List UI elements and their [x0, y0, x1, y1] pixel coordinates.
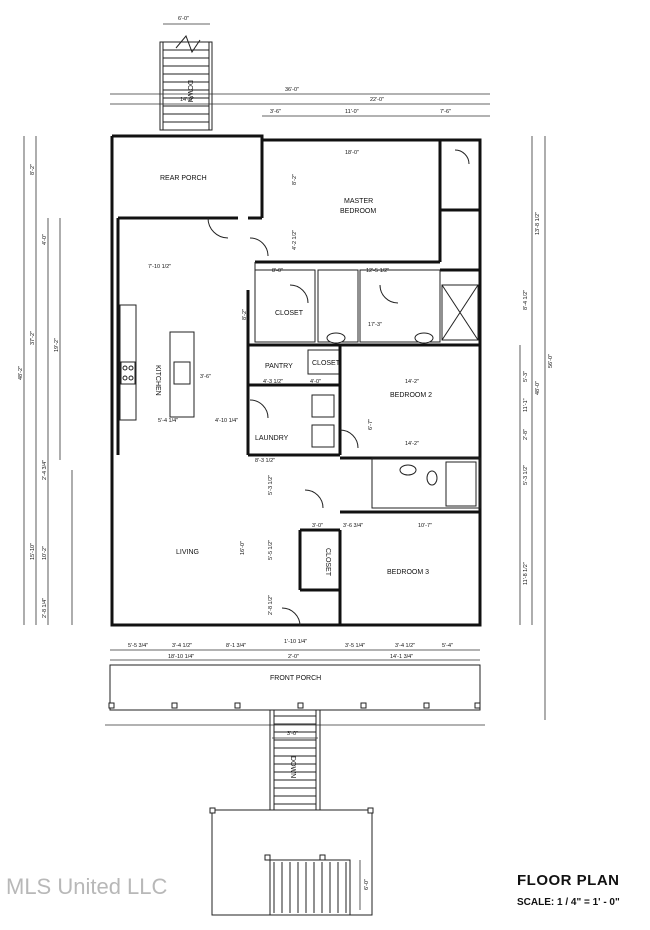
house-walls [110, 134, 482, 627]
dim-hall-w: 4'-10 1/4" [215, 418, 238, 424]
dim-right-c: 11'-8 1/2" [523, 562, 529, 585]
dim-mid-d: 5'-3 1/2" [268, 475, 274, 495]
room-laundry: LAUNDRY [255, 435, 289, 442]
landing [209, 807, 374, 916]
dim-mid-c: 8'-2" [242, 309, 248, 320]
dim-bot-1: 5'-5 3/4" [128, 643, 148, 649]
dim-right-b: 11'-1" [523, 398, 529, 412]
dim-mid-e: 5'-5 1/2" [268, 540, 274, 560]
dim-overall-width: 36'-0" [285, 87, 299, 93]
dim-kitchen-w: 5'-4 1/4" [158, 418, 178, 424]
dim-bot-3: 8'-1 3/4" [226, 643, 246, 649]
dim-bath-w: 17'-3" [368, 322, 382, 328]
dim-left-total: 48'-2" [18, 366, 24, 380]
dim-3-6-3-4: 3'-6 3/4" [343, 523, 363, 529]
dim-bot-6: 5'-4" [442, 643, 453, 649]
dim-3-0: 3'-0" [312, 523, 323, 529]
room-rear-porch: REAR PORCH [160, 175, 207, 182]
dim-left-b: 19'-2" [54, 338, 60, 352]
room-master-closet: CLOSET [275, 310, 304, 317]
room-bedroom-2: BEDROOM 2 [390, 392, 432, 399]
dim-11-0: 11'-0" [345, 109, 359, 115]
room-front-porch: FRONT PORCH [270, 675, 321, 682]
dim-master-wing-width: 22'-0" [370, 97, 384, 103]
dim-left-c: 2'-4 3/4" [42, 460, 48, 480]
dim-bot-2: 3'-4 1/2" [172, 643, 192, 649]
door-swings [207, 149, 470, 627]
dim-bot-row2-3: 14'-1 3/4" [390, 654, 413, 660]
dim-left-e: 10'-2" [42, 546, 48, 560]
dim-mid-f: 2'-8 1/2" [268, 595, 274, 615]
room-master-bedroom-2: BEDROOM [340, 208, 376, 215]
dim-right-total: 56'-0" [548, 354, 554, 368]
dim-laundry-w: 8'-3 1/2" [255, 458, 275, 464]
dim-7-6: 7'-6" [440, 109, 451, 115]
dim-bot-5: 3'-4 1/2" [395, 643, 415, 649]
room-master-bedroom-1: MASTER [344, 198, 373, 205]
dim-left-d: 15'-10" [30, 543, 36, 560]
dim-bed3-w: 10'-7" [418, 523, 432, 529]
dim-stair-top: 6'-0" [178, 16, 189, 22]
rear-stair: DOWN [159, 35, 213, 131]
dim-island: 3'-6" [200, 374, 211, 380]
front-stair: DOWN [269, 709, 321, 811]
room-living: LIVING [176, 549, 199, 556]
plan-scale: SCALE: 1 / 4" = 1' - 0" [517, 897, 620, 908]
dim-bot-4: 3'-5 1/4" [345, 643, 365, 649]
room-pantry: PANTRY [265, 363, 293, 370]
dim-left-f: 2'-8 1/4" [42, 598, 48, 618]
dim-pantry-w: 4'-3 1/2" [263, 379, 283, 385]
dim-front-stair-width: 3'-0" [287, 731, 298, 737]
dim-rear-porch-width: 14'-0" [180, 97, 194, 103]
room-kitchen: KITCHEN [154, 365, 161, 396]
dim-left-house: 37'-2" [30, 331, 36, 345]
dim-left-porch: 8'-2" [30, 164, 36, 175]
dim-master-width: 18'-0" [345, 150, 359, 156]
room-hall-closet: CLOSET [312, 360, 341, 367]
rear-stair-down-label: DOWN [186, 80, 193, 102]
dim-3-6: 3'-6" [270, 109, 281, 115]
dim-bot-row2-2: 2'-0" [288, 654, 299, 660]
dim-landing: 6'-0" [364, 879, 370, 890]
dim-closet-w: 8'-0" [272, 268, 283, 274]
dim-right-house: 48'-0" [535, 381, 541, 395]
dim-closet-row: 12'-5 1/2" [366, 268, 389, 274]
watermark: MLS United LLC [6, 874, 168, 899]
dim-right-a: 8'-4 1/2" [523, 290, 529, 310]
dim-bot-row2-1: 18'-10 1/4" [168, 654, 194, 660]
dim-living-depth: 16'-0" [240, 541, 246, 555]
dim-right-f: 5'-3 1/2" [523, 465, 529, 485]
dim-mid-a: 8'-2" [292, 174, 298, 185]
room-bedroom-3: BEDROOM 3 [387, 569, 429, 576]
front-stair-down-label: DOWN [289, 756, 296, 778]
dim-bot-door: 1'-10 1/4" [284, 639, 307, 645]
dim-right-porch: 13'-8 1/2" [535, 212, 541, 235]
dim-closet2-w: 4'-0" [310, 379, 321, 385]
dim-mid-b: 4'-2 1/2" [292, 230, 298, 250]
dim-left-a: 4'-0" [42, 234, 48, 245]
dim-bed2-w2: 14'-2" [405, 441, 419, 447]
room-bed3-closet: CLOSET [324, 548, 331, 577]
dim-mid-g: 6'-7" [368, 419, 374, 430]
dim-bed2-w: 14'-2" [405, 379, 419, 385]
dim-kitchen-depth: 7'-10 1/2" [148, 264, 171, 270]
front-porch [108, 664, 481, 711]
dim-right-d: 5'-3" [523, 371, 529, 382]
dim-right-e: 2'-8" [523, 429, 529, 440]
plan-title: FLOOR PLAN [517, 872, 620, 889]
